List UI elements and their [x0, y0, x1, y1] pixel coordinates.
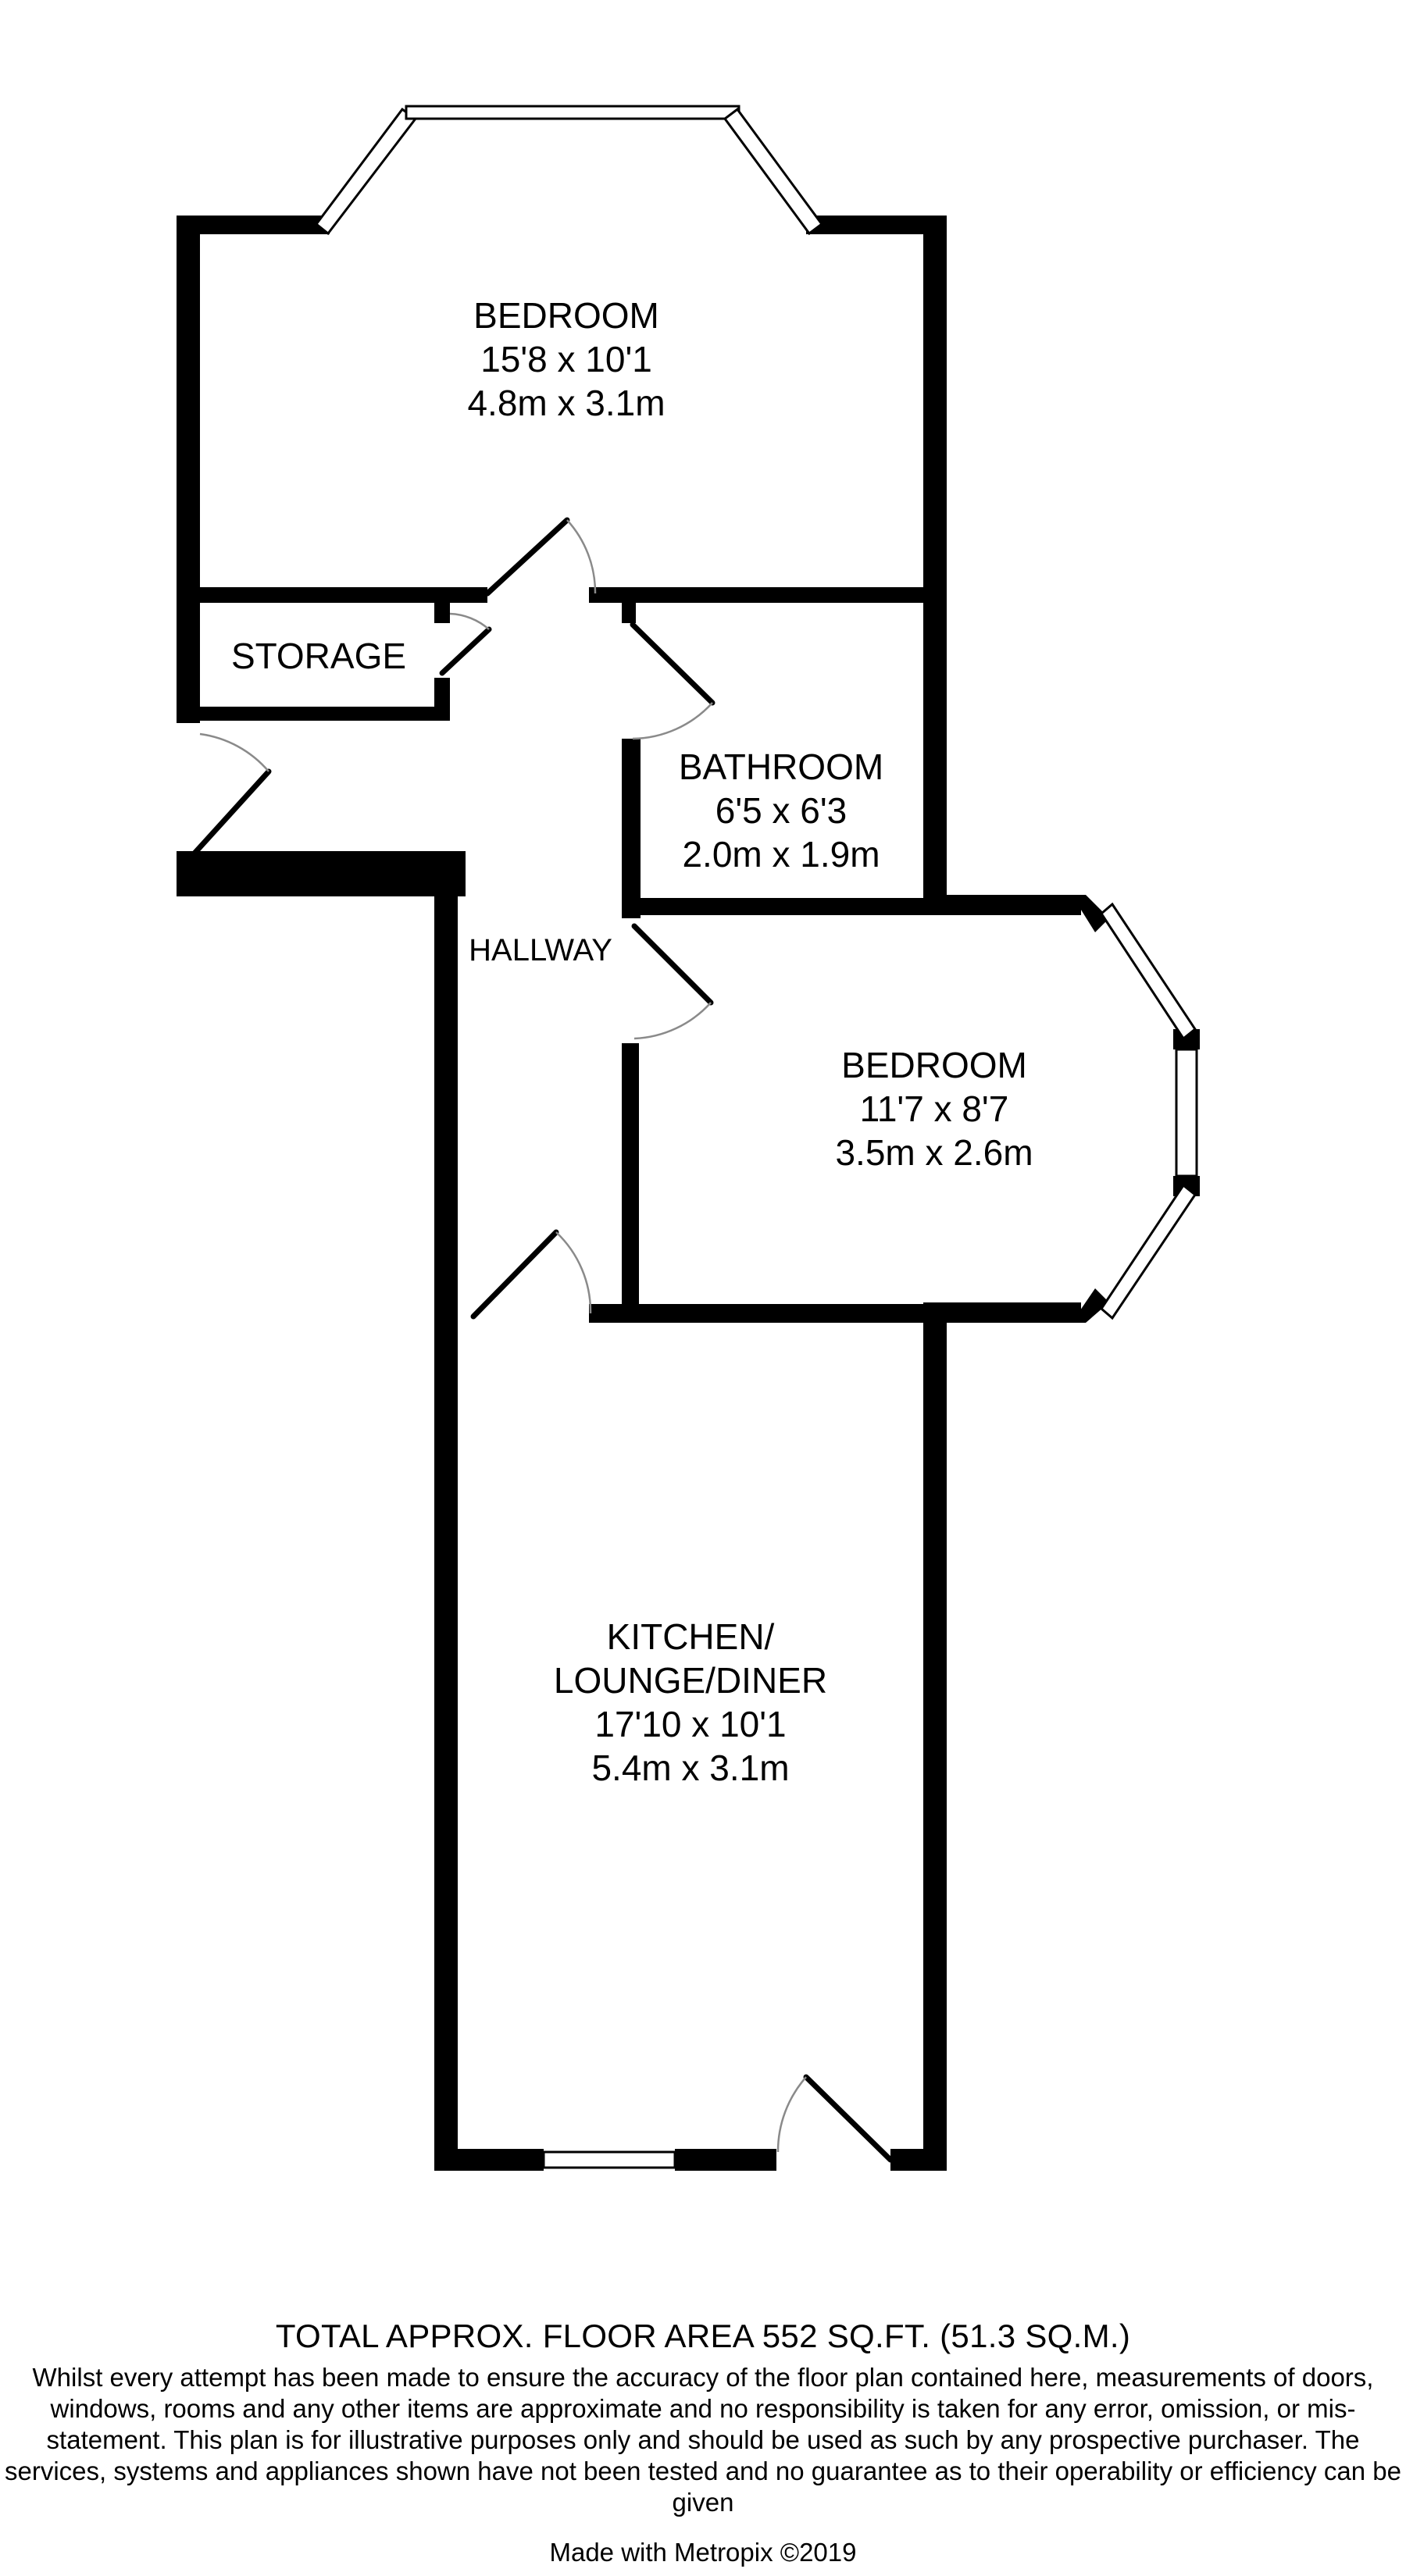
floor-plan: BEDROOM 15'8 x 10'1 4.8m x 3.1m STORAGE … [177, 105, 1200, 2171]
room-size-imperial: 6'5 x 6'3 [715, 790, 847, 831]
room-name: BATHROOM [679, 746, 883, 787]
walls [177, 216, 1200, 2171]
room-size-metric: 2.0m x 1.9m [682, 834, 880, 875]
room-bedroom-2: BEDROOM 11'7 x 8'7 3.5m x 2.6m [835, 1045, 1033, 1173]
bay-window-right [723, 107, 824, 236]
room-size-imperial: 11'7 x 8'7 [860, 1088, 1009, 1129]
bay2-window-bottom [1100, 1183, 1197, 1320]
room-size-metric: 3.5m x 2.6m [835, 1132, 1033, 1173]
disclaimer-text: Whilst every attempt has been made to en… [5, 2363, 1401, 2517]
room-bedroom-1: BEDROOM 15'8 x 10'1 4.8m x 3.1m [467, 295, 665, 423]
windows [314, 105, 1198, 2169]
bay-window-center [405, 105, 740, 120]
room-size-metric: 4.8m x 3.1m [467, 383, 665, 423]
bay2-window-center [1175, 1048, 1198, 1178]
total-floor-area: TOTAL APPROX. FLOOR AREA 552 SQ.FT. (51.… [275, 2318, 1131, 2354]
room-size-imperial: 15'8 x 10'1 [480, 339, 652, 379]
room-name: BEDROOM [841, 1045, 1027, 1085]
room-kitchen-lounge-diner: KITCHEN/ LOUNGE/DINER 17'10 x 10'1 5.4m … [554, 1616, 827, 1788]
metropix-credit: Made with Metropix ©2019 [549, 2538, 857, 2567]
room-name-line1: KITCHEN/ [607, 1616, 775, 1657]
kitchen-window [542, 2150, 676, 2169]
room-hallway-name: HALLWAY [469, 933, 612, 967]
bay-window-left [314, 107, 418, 236]
room-size-metric: 5.4m x 3.1m [591, 1748, 789, 1788]
room-name: BEDROOM [473, 295, 659, 336]
room-bathroom: BATHROOM 6'5 x 6'3 2.0m x 1.9m [679, 746, 883, 875]
bay2-window-top [1100, 902, 1197, 1041]
room-storage-name: STORAGE [231, 636, 406, 676]
doors [189, 517, 894, 2163]
room-size-imperial: 17'10 x 10'1 [594, 1704, 786, 1744]
room-name-line2: LOUNGE/DINER [554, 1660, 827, 1701]
